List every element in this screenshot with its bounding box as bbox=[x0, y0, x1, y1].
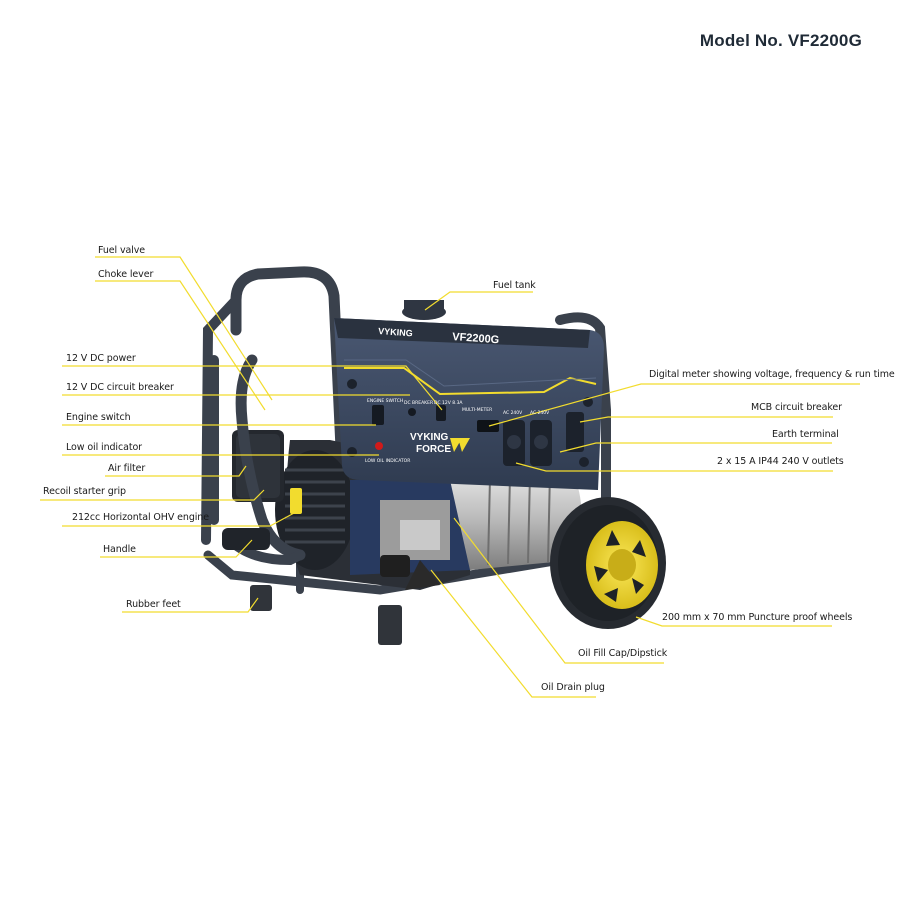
label-oil-fill: Oil Fill Cap/Dipstick bbox=[578, 648, 668, 659]
label-engine: 212cc Horizontal OHV engine bbox=[72, 512, 209, 523]
label-fuel-tank: Fuel tank bbox=[493, 280, 536, 291]
panel-engine-switch: ENGINE SWITCH bbox=[367, 398, 403, 404]
control-panel bbox=[334, 300, 604, 490]
panel-dc-breaker: DC BREAKER bbox=[404, 400, 433, 406]
leader-lines bbox=[40, 256, 860, 698]
brand-logo-icon bbox=[450, 438, 470, 452]
label-handle: Handle bbox=[103, 544, 136, 555]
brand-badge-small: VYKING bbox=[378, 326, 413, 338]
label-recoil-grip: Recoil starter grip bbox=[43, 486, 126, 497]
label-wheels: 200 mm x 70 mm Puncture proof wheels bbox=[662, 612, 853, 623]
model-badge: VF2200G bbox=[452, 331, 500, 346]
label-oil-drain: Oil Drain plug bbox=[541, 682, 605, 693]
engine-block bbox=[275, 440, 582, 590]
label-rubber-feet: Rubber feet bbox=[126, 599, 181, 610]
wheel bbox=[550, 497, 666, 629]
panel-multi-meter: MULTI-METER bbox=[462, 407, 492, 413]
label-engine-switch: Engine switch bbox=[66, 412, 131, 423]
panel-ac-1: AC 240V bbox=[503, 410, 523, 416]
label-earth-terminal: Earth terminal bbox=[772, 429, 839, 440]
label-outlets: 2 x 15 A IP44 240 V outlets bbox=[717, 456, 844, 467]
label-air-filter: Air filter bbox=[108, 463, 146, 474]
label-mcb: MCB circuit breaker bbox=[751, 402, 842, 413]
panel-dc-output: DC 12V 8.3A bbox=[434, 400, 463, 406]
rubber-feet bbox=[250, 585, 402, 645]
label-low-oil: Low oil indicator bbox=[66, 442, 142, 453]
label-dc-power: 12 V DC power bbox=[66, 353, 136, 364]
label-digital-meter: Digital meter showing voltage, frequency… bbox=[649, 369, 895, 380]
label-fuel-valve: Fuel valve bbox=[98, 245, 146, 256]
brand-line1: VYKING bbox=[410, 432, 449, 443]
label-choke-lever: Choke lever bbox=[98, 269, 154, 280]
panel-low-oil: LOW OIL INDICATOR bbox=[365, 458, 410, 464]
handle-grip bbox=[222, 528, 270, 550]
label-dc-breaker: 12 V DC circuit breaker bbox=[66, 382, 174, 393]
panel-ac-2: AC 240V bbox=[530, 410, 550, 416]
model-title: Model No. VF2200G bbox=[699, 31, 862, 50]
brand-line2: FORCE bbox=[416, 444, 451, 455]
